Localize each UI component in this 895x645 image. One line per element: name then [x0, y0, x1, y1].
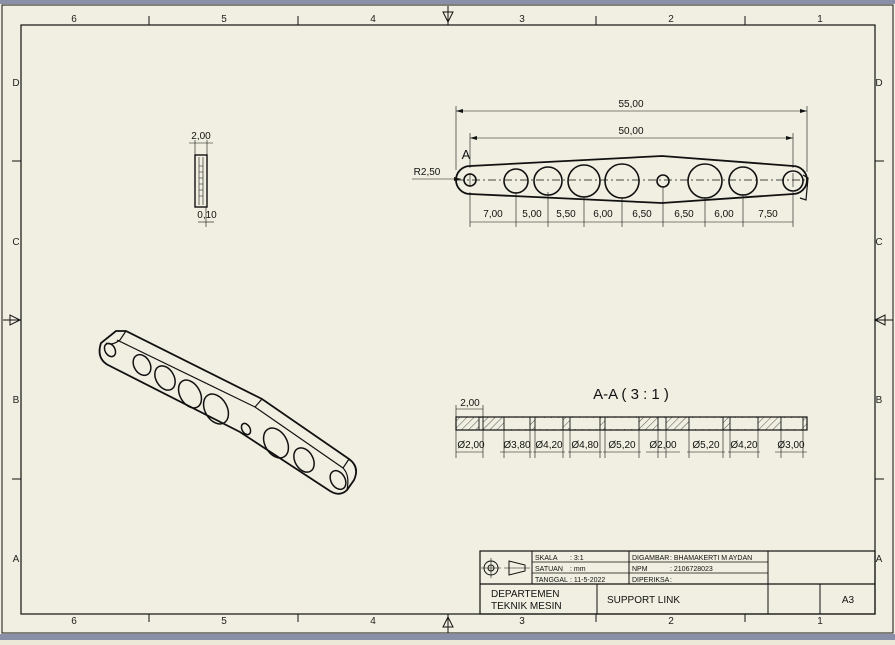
zone-row-d-right: D: [875, 78, 882, 89]
section-dia-1: Ø2,00: [457, 440, 485, 451]
side-view-offset-dim: 0,10: [197, 210, 217, 221]
part-name: SUPPORT LINK: [607, 595, 680, 606]
hole-9: [782, 170, 804, 192]
spacing-dim-3: 5,50: [556, 209, 576, 220]
zone-col-2-top: 2: [668, 14, 674, 25]
zone-row-d-left: D: [12, 78, 19, 89]
zone-col-3-top: 3: [519, 14, 525, 25]
zone-col-6-top: 6: [71, 14, 77, 25]
drawn-by-label: DIGAMBAR: [632, 555, 669, 562]
zone-ticks: [12, 16, 884, 622]
scale-label: SKALA: [535, 555, 558, 562]
zone-col-3-bottom: 3: [519, 616, 525, 627]
paper: [0, 4, 895, 634]
department-line-2: TEKNIK MESIN: [491, 601, 562, 612]
side-view: [189, 140, 214, 227]
sheet-size: A3: [842, 595, 855, 606]
spacing-dim-1: 7,00: [483, 209, 503, 220]
zone-col-5-top: 5: [221, 14, 227, 25]
spacing-dim-2: 5,00: [522, 209, 542, 220]
zone-row-c-left: C: [12, 237, 19, 248]
zone-col-6-bottom: 6: [71, 616, 77, 627]
window-bottom-edge: [0, 634, 895, 640]
unit-label: SATUAN: [535, 566, 563, 573]
department-line-1: DEPARTEMEN: [491, 589, 560, 600]
drawn-by-value: : BHAMAKERTI M AYDAN: [670, 555, 752, 562]
zone-col-1-top: 1: [817, 14, 823, 25]
section-dia-9: Ø3,00: [777, 440, 805, 451]
checked-by-label: DIPERIKSA: [632, 577, 670, 584]
section-thickness-dim: 2,00: [460, 398, 480, 409]
window-top-edge: [0, 0, 895, 4]
section-title: A-A ( 3 : 1 ): [593, 386, 669, 403]
center-distance-dim: 50,00: [618, 126, 643, 137]
npm-value: : 2106728023: [670, 566, 713, 573]
section-dia-4: Ø4,80: [571, 440, 599, 451]
unit-value: : mm: [570, 566, 586, 573]
section-marker-a: A: [462, 147, 471, 162]
zone-row-a-left: A: [13, 554, 20, 565]
side-view-thickness-dim: 2,00: [191, 131, 211, 142]
spacing-dim-4: 6,00: [593, 209, 613, 220]
spacing-dim-8: 7,50: [758, 209, 778, 220]
section-dia-5: Ø5,20: [608, 440, 636, 451]
radius-dim: R2,50: [414, 167, 441, 178]
date-label: TANGGAL: [535, 577, 568, 584]
section-dia-2: Ø3,80: [503, 440, 531, 451]
centering-marks: [3, 6, 893, 633]
spacing-dim-7: 6,00: [714, 209, 734, 220]
overall-length-dim: 55,00: [618, 99, 643, 110]
section-view: [455, 405, 808, 458]
zone-col-4-top: 4: [370, 14, 376, 25]
date-value: : 11-5-2022: [570, 577, 605, 584]
zone-row-b-right: B: [876, 395, 883, 406]
front-view: [412, 106, 809, 227]
zone-col-4-bottom: 4: [370, 616, 376, 627]
iso-body-outline: [98, 330, 358, 495]
checked-by-value: :: [670, 577, 672, 584]
isometric-view: [98, 330, 358, 495]
section-dia-3: Ø4,20: [535, 440, 563, 451]
npm-label: NPM: [632, 566, 648, 573]
spacing-dim-5: 6,50: [632, 209, 652, 220]
scale-value: : 3:1: [570, 555, 584, 562]
section-dia-6: Ø2,00: [649, 440, 677, 451]
side-view-outline: [194, 154, 208, 208]
spacing-dim-6: 6,50: [674, 209, 694, 220]
section-dia-7: Ø5,20: [692, 440, 720, 451]
zone-row-c-right: C: [875, 237, 882, 248]
title-block: [479, 550, 876, 615]
section-dia-8: Ø4,20: [730, 440, 758, 451]
zone-col-1-bottom: 1: [817, 616, 823, 627]
zone-row-b-left: B: [13, 395, 20, 406]
zone-col-5-bottom: 5: [221, 616, 227, 627]
zone-row-a-right: A: [876, 554, 883, 565]
zone-col-2-bottom: 2: [668, 616, 674, 627]
